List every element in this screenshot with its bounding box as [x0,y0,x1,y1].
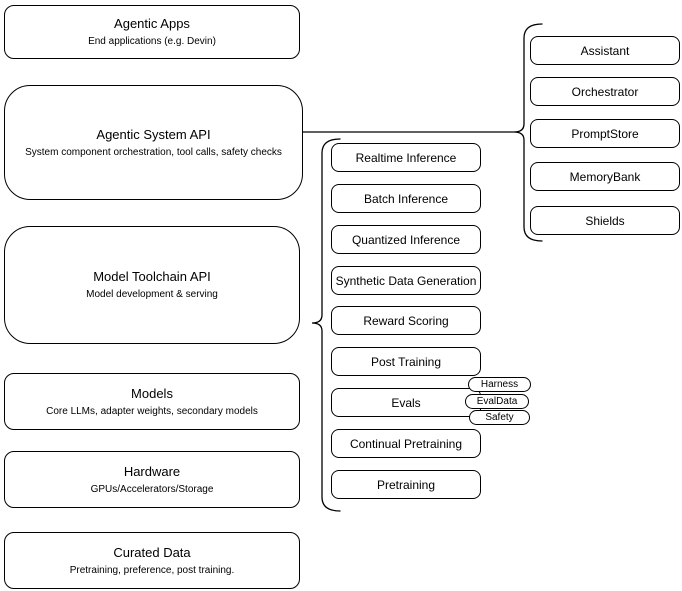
layer-title: Agentic Apps [114,16,190,31]
system-item-shields: Shields [530,206,680,235]
layer-subtitle: End applications (e.g. Devin) [88,36,216,47]
toolchain-item-realtime-inference: Realtime Inference [331,143,481,172]
layer-box-agentic-apps: Agentic Apps End applications (e.g. Devi… [4,5,300,59]
layer-title: Models [131,385,173,401]
layer-box-agentic-system-api: Agentic System API System component orch… [4,85,303,200]
system-item-memorybank: MemoryBank [530,162,680,191]
layer-subtitle: Pretraining, preference, post training. [69,564,235,576]
system-group-bracket [513,23,543,242]
layer-subtitle: Model development & serving [86,289,218,300]
layer-title: Agentic System API [96,126,211,142]
toolchain-item-pretraining: Pretraining [331,470,481,499]
toolchain-item-synthetic-data-generation: Synthetic Data Generation [331,266,481,295]
layer-title: Curated Data [113,544,191,560]
toolchain-item-evals: Evals [331,388,481,417]
toolchain-group-bracket [311,138,341,512]
system-item-assistant: Assistant [530,36,680,65]
layer-box-curated-data: Curated Data Pretraining, preference, po… [4,532,300,589]
layer-subtitle: Core LLMs, adapter weights, secondary mo… [46,405,258,417]
system-item-orchestrator: Orchestrator [530,77,680,106]
toolchain-item-quantized-inference: Quantized Inference [331,225,481,254]
layer-subtitle: System component orchestration, tool cal… [25,146,282,158]
evals-tag-safety: Safety [469,410,530,425]
evals-tag-evaldata: EvalData [465,394,529,409]
evals-tag-harness: Harness [468,377,531,392]
toolchain-item-reward-scoring: Reward Scoring [331,306,481,335]
toolchain-item-post-training: Post Training [331,347,481,376]
toolchain-item-batch-inference: Batch Inference [331,184,481,213]
layer-box-hardware: Hardware GPUs/Accelerators/Storage [4,451,300,508]
system-item-promptstore: PromptStore [530,119,680,148]
layer-subtitle: GPUs/Accelerators/Storage [90,483,214,495]
layer-box-models: Models Core LLMs, adapter weights, secon… [4,373,300,430]
layer-title: Hardware [123,463,181,479]
layer-title: Model Toolchain API [93,269,211,284]
layer-box-model-toolchain-api: Model Toolchain API Model development & … [4,226,300,344]
toolchain-item-continual-pretraining: Continual Pretraining [331,429,481,458]
